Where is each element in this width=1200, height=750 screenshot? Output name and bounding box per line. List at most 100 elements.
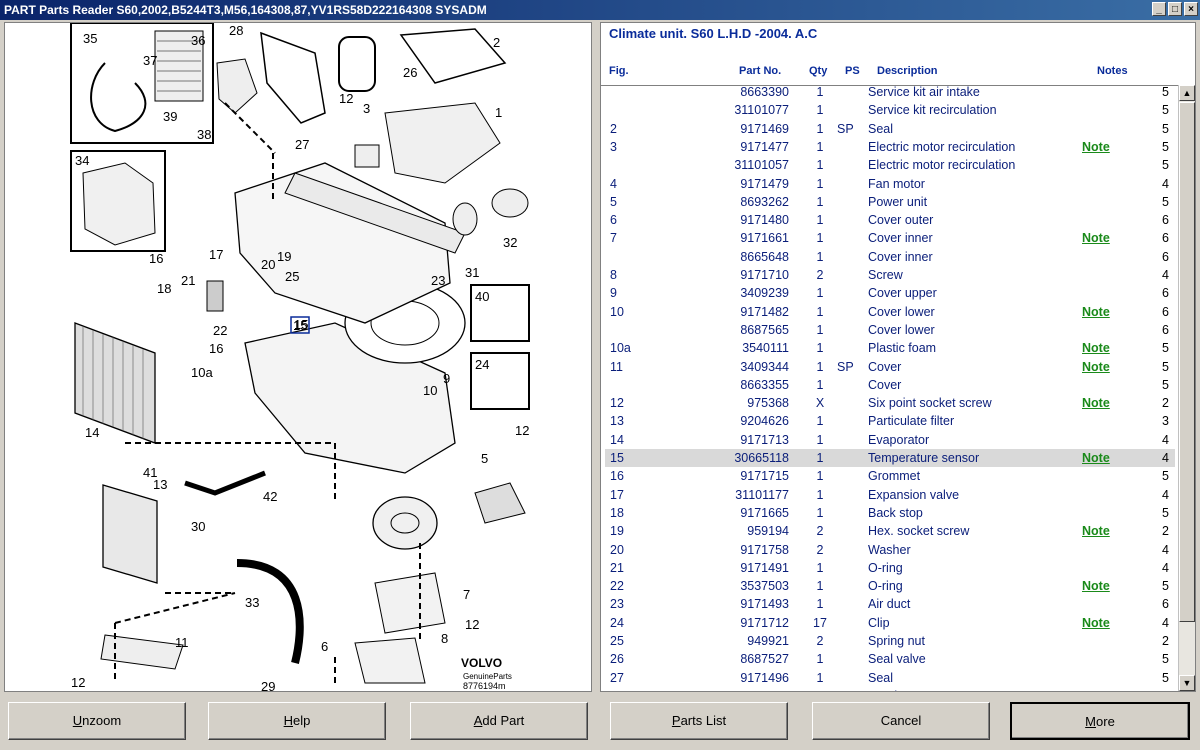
particulate-filter-part[interactable] <box>102 484 158 584</box>
close-button[interactable]: × <box>1184 2 1198 16</box>
note-link[interactable]: Note <box>1082 615 1110 630</box>
table-row[interactable]: 2891716631Retainer5 <box>605 687 1175 691</box>
maximize-button[interactable]: □ <box>1168 2 1182 16</box>
callout-7[interactable]: 7 <box>463 587 470 602</box>
callout-39[interactable]: 39 <box>163 109 177 124</box>
callout-11[interactable]: 11 <box>175 635 189 650</box>
callout-2[interactable]: 2 <box>493 35 500 50</box>
callout-12[interactable]: 12 <box>71 675 85 690</box>
add-part-button[interactable]: Add Part <box>410 702 588 740</box>
column-header-fig[interactable]: Fig. <box>609 65 629 77</box>
callout-22[interactable]: 22 <box>213 323 227 338</box>
callout-25[interactable]: 25 <box>285 269 299 284</box>
upper-housing-part[interactable] <box>234 162 451 324</box>
callout-23[interactable]: 23 <box>431 273 445 288</box>
callout-5[interactable]: 5 <box>481 451 488 466</box>
motor-3-part[interactable] <box>354 144 380 168</box>
callout-15[interactable]: 15 <box>294 317 308 332</box>
callout-37[interactable]: 37 <box>143 53 157 68</box>
callout-21[interactable]: 21 <box>181 273 195 288</box>
callout-29[interactable]: 29 <box>261 679 275 691</box>
fan-motor-part[interactable] <box>372 496 438 550</box>
callout-12[interactable]: 12 <box>515 423 529 438</box>
seal-27-part[interactable] <box>260 31 326 124</box>
callout-1[interactable]: 1 <box>495 105 502 120</box>
note-link[interactable]: Note <box>1082 139 1110 154</box>
callout-13[interactable]: 13 <box>153 477 167 492</box>
callout-36[interactable]: 36 <box>191 33 205 48</box>
note-link[interactable]: Note <box>1082 451 1110 465</box>
callout-16[interactable]: 16 <box>209 341 223 356</box>
wiring-harness-part[interactable] <box>90 62 147 133</box>
callout-10[interactable]: 10 <box>423 383 437 398</box>
callout-30[interactable]: 30 <box>191 519 205 534</box>
callout-35[interactable]: 35 <box>83 31 97 46</box>
column-header-description[interactable]: Description <box>877 65 938 77</box>
callout-3[interactable]: 3 <box>363 101 370 116</box>
selected-callout-label[interactable]: 15 <box>293 318 307 333</box>
note-link[interactable]: Note <box>1082 524 1110 539</box>
callout-20[interactable]: 20 <box>261 257 275 272</box>
callout-34[interactable]: 34 <box>75 153 89 168</box>
expansion-valve-part[interactable] <box>206 280 224 312</box>
fan-32-part[interactable] <box>491 188 529 218</box>
recirculation-unit-part[interactable] <box>384 102 501 184</box>
callout-40[interactable]: 40 <box>475 289 489 304</box>
cover-inner-part[interactable] <box>374 572 446 634</box>
fan-31-part[interactable] <box>452 202 478 236</box>
column-header-part-no[interactable]: Part No. <box>739 65 782 77</box>
callout-6[interactable]: 6 <box>321 639 328 654</box>
housing-34-part[interactable] <box>82 162 156 246</box>
cancel-button[interactable]: Cancel <box>812 702 990 740</box>
callout-24[interactable]: 24 <box>475 357 489 372</box>
callout-31[interactable]: 31 <box>465 265 479 280</box>
scroll-up-button[interactable]: ▲ <box>1179 85 1195 101</box>
note-link[interactable]: Note <box>1082 579 1110 594</box>
cover-11-part[interactable] <box>100 634 184 670</box>
callout-41[interactable]: 41 <box>143 465 157 480</box>
scroll-down-button[interactable]: ▼ <box>1179 675 1195 691</box>
note-link[interactable]: Note <box>1082 304 1110 319</box>
callout-12[interactable]: 12 <box>339 91 353 106</box>
parts-list-button[interactable]: Parts List <box>610 702 788 740</box>
callout-9[interactable]: 9 <box>443 371 450 386</box>
callout-38[interactable]: 38 <box>197 127 211 142</box>
callout-26[interactable]: 26 <box>403 65 417 80</box>
note-link[interactable]: Note <box>1082 341 1110 356</box>
scroll-thumb[interactable] <box>1179 102 1195 622</box>
callout-16[interactable]: 16 <box>149 251 163 266</box>
note-link[interactable]: Note <box>1082 231 1110 246</box>
more-button[interactable]: More <box>1010 702 1190 740</box>
cover-outer-part[interactable] <box>354 637 426 684</box>
callout-27[interactable]: 27 <box>295 137 309 152</box>
callout-32[interactable]: 32 <box>503 235 517 250</box>
